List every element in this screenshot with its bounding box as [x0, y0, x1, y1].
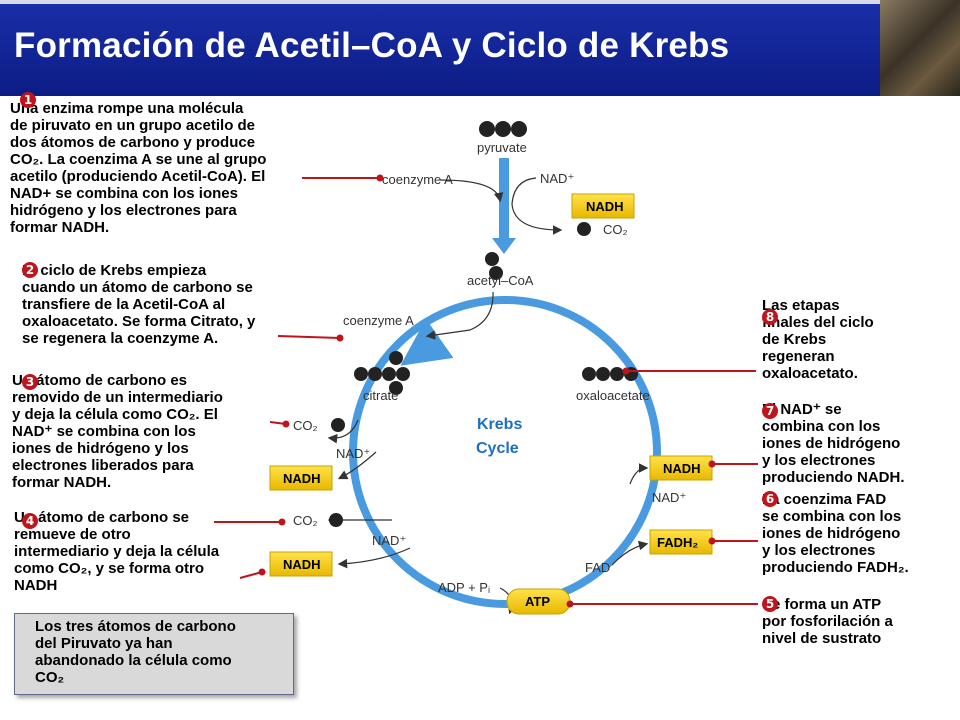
note-step-6-text: La coenzima FAD se combina con los iones…	[762, 491, 909, 576]
adp-pi-label: ADP + Pᵢ	[438, 580, 490, 595]
title-bar: Formación de Acetil–CoA y Ciclo de Krebs	[0, 0, 960, 96]
co2-top-label: CO₂	[603, 222, 628, 237]
note-step-1: 1 Una enzima rompe una molécula de piruv…	[10, 92, 340, 236]
co2-left2-molecule	[329, 513, 343, 527]
nad-plus-left1-label: NAD⁺	[336, 446, 370, 461]
coenzyme-a-top-arrow	[439, 179, 504, 203]
note-step-8-text: Las etapas finales del ciclo de Krebs re…	[762, 297, 874, 382]
krebs-label-line2: Cycle	[476, 440, 519, 457]
step-6-badge: 6	[762, 491, 778, 507]
co2-left1-label: CO₂	[293, 418, 318, 433]
note-step-7: 7 El NAD⁺ se combina con los iones de hi…	[762, 401, 952, 486]
fad-arrow	[611, 540, 649, 566]
note-step-6: 6 La coenzima FAD se combina con los ion…	[762, 491, 957, 576]
nadh-right-label: NADH	[663, 461, 701, 476]
step-7-badge: 7	[762, 403, 778, 419]
nad-plus-left2-label: NAD⁺	[372, 533, 406, 548]
nadh-right-box	[649, 455, 713, 481]
note-step-1-text: Una enzima rompe una molécula de piruvat…	[10, 100, 267, 236]
nad-plus-top-label: NAD⁺	[540, 171, 574, 186]
co2-left1-molecule	[331, 418, 345, 432]
step-8-badge: 8	[762, 309, 778, 325]
red-connectors	[214, 174, 758, 608]
pyruvate-molecule	[479, 121, 527, 137]
nad-left2-arrow	[337, 547, 411, 569]
fadh2-label: FADH₂	[657, 535, 698, 550]
cycle-arrowhead-left	[400, 318, 454, 366]
note-step-5-text: Se forma un ATP por fosforilación a nive…	[762, 596, 893, 647]
oxaloacetate-molecule	[582, 367, 638, 381]
acetyl-coa-molecule	[485, 252, 503, 280]
coenzyme-a-mid-label: coenzyme A	[343, 313, 414, 328]
nadh-left1-label: NADH	[283, 471, 321, 486]
fadh2-box	[649, 529, 713, 555]
krebs-label-line1: Krebs	[477, 416, 522, 433]
co2-left1-arrow	[327, 419, 359, 444]
step-5-badge: 5	[762, 596, 778, 612]
summary-text: Los tres átomos de carbono del Piruvato …	[35, 618, 236, 686]
citrate-label: citrate	[363, 388, 398, 403]
note-step-4-text: Un átomo de carbono se remueve de otro i…	[14, 509, 220, 594]
step-2-badge: 2	[22, 262, 38, 278]
note-step-3: 3 Un átomo de carbono es removido de un …	[12, 372, 282, 491]
note-step-8: 8 Las etapas finales del ciclo de Krebs …	[762, 297, 952, 382]
step-4-badge: 4	[22, 513, 38, 529]
co2-left2-label: CO₂	[293, 513, 318, 528]
note-step-5: 5 Se forma un ATP por fosforilación a ni…	[762, 596, 952, 647]
coenzyme-a-mid-arrow	[425, 291, 494, 340]
note-step-2: 2 El ciclo de Krebs empieza cuando un át…	[22, 262, 322, 347]
note-step-3-text: Un átomo de carbono es removido de un in…	[12, 372, 223, 491]
krebs-cycle-ring	[349, 296, 661, 608]
title-top-line	[0, 0, 960, 4]
page-title: Formación de Acetil–CoA y Ciclo de Krebs	[14, 26, 730, 65]
citrate-molecule	[354, 351, 410, 395]
nadh-left1-box	[269, 465, 333, 491]
note-step-7-text: El NAD⁺ se combina con los iones de hidr…	[762, 401, 905, 486]
title-photo-corner	[880, 0, 960, 96]
note-step-2-text: El ciclo de Krebs empieza cuando un átom…	[22, 262, 256, 347]
nad-left1-arrow	[337, 451, 377, 480]
nad-top-arrow	[511, 177, 563, 235]
nad-plus-right-label: NAD⁺	[652, 490, 686, 505]
nadh-left2-box	[269, 551, 333, 577]
nadh-left2-label: NADH	[283, 557, 321, 572]
pyruvate-arrowhead	[492, 238, 516, 254]
nadh-top-box	[571, 193, 635, 219]
step-3-badge: 3	[22, 374, 38, 390]
summary-box: Los tres átomos de carbono del Piruvato …	[14, 613, 294, 695]
note-step-4: 4 Un átomo de carbono se remueve de otro…	[14, 509, 284, 594]
acetyl-coa-label: acetyl–CoA	[467, 273, 534, 288]
coenzyme-a-top-label: coenzyme A	[382, 172, 453, 187]
step-1-badge: 1	[20, 92, 36, 108]
oxaloacetate-label: oxaloacetate	[576, 388, 650, 403]
atp-label: ATP	[525, 594, 550, 609]
nadh-top-label: NADH	[586, 199, 624, 214]
nad-right-arrow	[629, 463, 649, 485]
co2-top-molecule	[577, 222, 591, 236]
pyruvate-label: pyruvate	[477, 140, 527, 155]
fad-label: FAD	[585, 560, 610, 575]
